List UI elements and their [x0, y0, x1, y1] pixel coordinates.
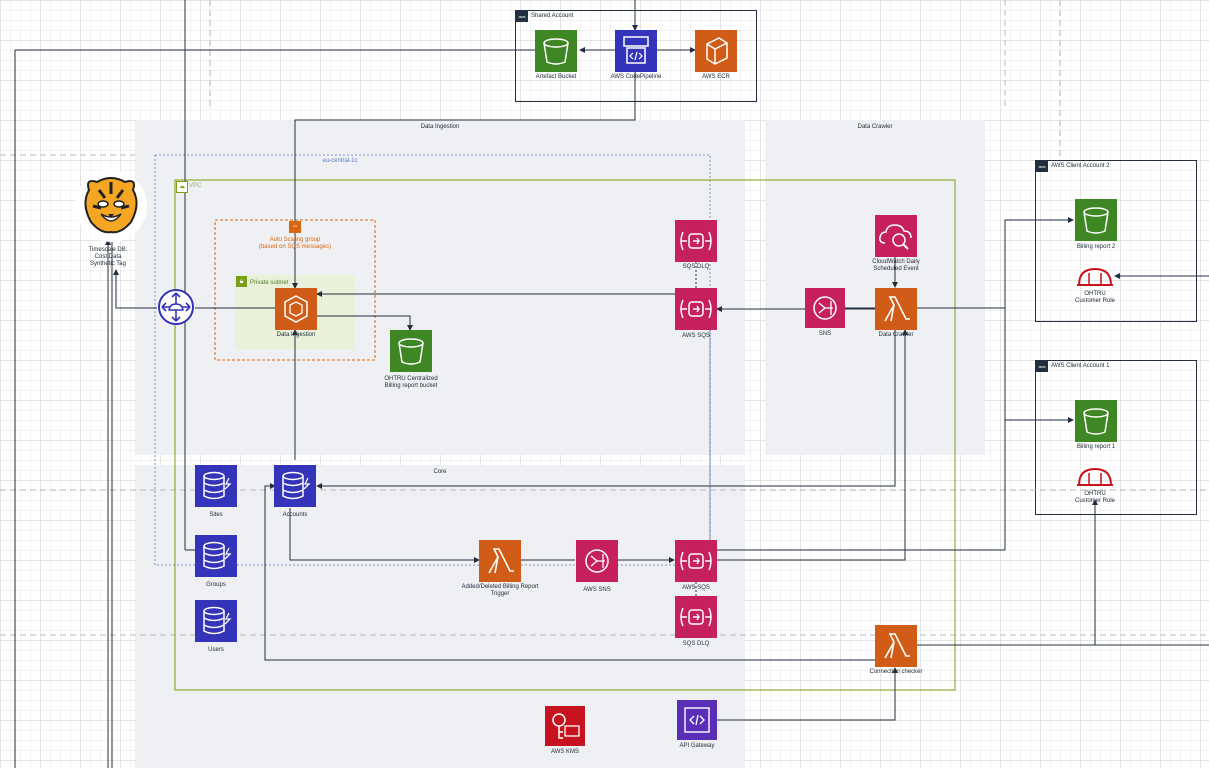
sns-icon[interactable] — [805, 288, 845, 328]
sns-label: SNS — [818, 331, 832, 337]
core-title: Core — [433, 469, 447, 475]
asg-label: Auto Scaling group (based on SQS message… — [258, 237, 332, 250]
ecr-icon[interactable] — [695, 30, 737, 72]
cloudwatch-label: CloudWatch Daily Scheduled Event — [872, 259, 920, 272]
groups-label: Groups — [206, 582, 226, 588]
kms-icon[interactable] — [545, 706, 585, 746]
sites-label: Sites — [209, 512, 223, 518]
codepipeline-icon[interactable] — [615, 30, 657, 72]
sqs-core-label: AWS SQS — [682, 585, 710, 591]
sqs-dlq-core-label: SQS DLQ — [682, 641, 710, 647]
dynamodb-icon[interactable] — [195, 600, 237, 642]
sqs-icon[interactable] — [675, 540, 717, 582]
role-2-label: OHTRU Customer Role — [1074, 291, 1115, 304]
sqs-icon[interactable] — [675, 288, 717, 330]
lock-icon: 🔒︎ — [236, 276, 247, 287]
api-gateway-icon[interactable] — [677, 700, 717, 740]
client-account-1-box: aws AWS Client Account 1 — [1035, 360, 1197, 515]
data-crawler-label: Data Crawler — [878, 332, 914, 338]
codepipeline-label: AWS CodePipeline — [610, 74, 662, 80]
sqs-dlq-icon[interactable] — [675, 220, 717, 262]
data-ingestion-label: Data Ingestion — [276, 332, 316, 338]
timescale-label: Timescale DB: Cost Data Synthetic Tag — [88, 247, 128, 267]
aws-logo-icon: aws — [1036, 361, 1048, 372]
aws-logo-icon: aws — [516, 11, 528, 22]
shared-account-box: aws Shared Account — [515, 10, 757, 102]
s3-bucket-icon[interactable] — [390, 330, 432, 372]
lambda-icon[interactable] — [875, 625, 917, 667]
api-gateway-label: API Gateway — [679, 743, 715, 749]
sns-icon[interactable] — [576, 540, 618, 582]
sqs-dlq-top-label: SQS DLQ — [682, 264, 710, 270]
vpc-router-icon[interactable] — [157, 288, 195, 326]
dynamodb-icon[interactable] — [195, 465, 237, 507]
private-subnet-label: Private subnet — [250, 280, 289, 286]
ecr-label: AWS ECR — [702, 74, 730, 80]
vpc-box — [174, 179, 956, 691]
centralized-bucket-label: OHTRU Centralized Billing report bucket — [384, 376, 438, 389]
dynamodb-icon[interactable] — [274, 465, 316, 507]
aws-logo-icon: aws — [1036, 161, 1048, 172]
dynamodb-icon[interactable] — [195, 535, 237, 577]
client-account-2-box: aws AWS Client Account 2 — [1035, 160, 1197, 322]
cloudwatch-icon[interactable] — [875, 215, 917, 257]
users-label: Users — [208, 647, 224, 653]
data-crawler-title: Data Crawler — [857, 124, 893, 130]
billing-report-2-label: Billing report 2 — [1076, 244, 1116, 250]
kms-label: AWS KMS — [550, 749, 580, 755]
az-label: eu-central-1c — [322, 158, 358, 164]
iam-role-icon[interactable] — [1075, 465, 1115, 489]
vpc-icon: ☁ — [176, 181, 188, 193]
vpc-label: VPC — [189, 183, 202, 189]
asg-icon: ⇔ — [289, 221, 301, 233]
client-account-1-title: AWS Client Account 1 — [1051, 363, 1110, 369]
shared-account-title: Shared Account — [531, 13, 574, 19]
sqs-top-label: AWS SQS — [682, 333, 710, 339]
s3-bucket-icon[interactable] — [1075, 199, 1117, 241]
artefact-bucket-label: Artefact Bucket — [535, 74, 577, 80]
data-crawler-region — [765, 120, 985, 455]
ecs-container-icon[interactable] — [275, 288, 317, 330]
data-ingestion-title: Data Ingestion — [420, 124, 460, 130]
sqs-dlq-icon[interactable] — [675, 596, 717, 638]
s3-bucket-icon[interactable] — [535, 30, 577, 72]
accounts-label: Accounts — [282, 512, 308, 518]
role-1-label: OHTRU Customer Role — [1074, 491, 1115, 504]
tiger-logo-icon — [75, 170, 147, 242]
s3-bucket-icon[interactable] — [1075, 400, 1117, 442]
connection-checker-label: Connection checker — [869, 669, 923, 675]
lambda-icon[interactable] — [875, 288, 917, 330]
trigger-lambda-label: Added/Deleted Billing Report Trigger — [461, 584, 539, 597]
billing-report-1-label: Billing report 1 — [1076, 444, 1116, 450]
lambda-icon[interactable] — [479, 540, 521, 582]
aws-sns-label: AWS SNS — [583, 587, 611, 593]
client-account-2-title: AWS Client Account 2 — [1051, 163, 1110, 169]
iam-role-icon[interactable] — [1075, 265, 1115, 289]
